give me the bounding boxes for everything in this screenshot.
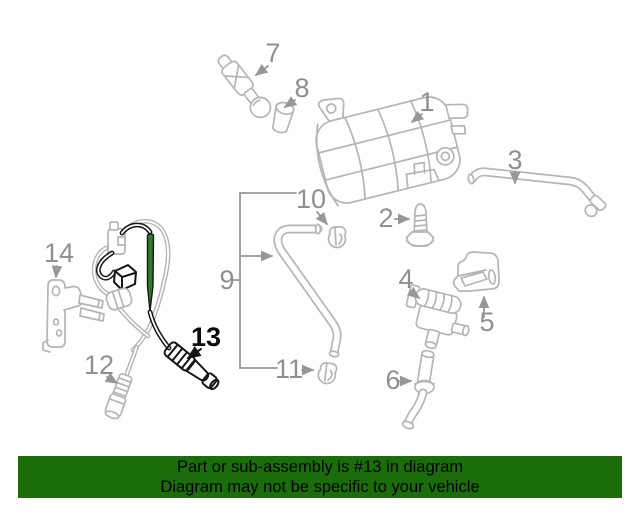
banner-line2: Diagram may not be specific to your vehi…	[160, 477, 480, 496]
callout-12[interactable]: 12	[84, 350, 114, 380]
callout-labels: 7 8 1 3 2 10 9 14 4 5 11 6 12 13	[44, 38, 523, 395]
callout-10[interactable]: 10	[296, 184, 326, 214]
part-4-valve-art	[405, 284, 470, 350]
part-10-clip-art	[327, 226, 347, 249]
part-1-canister-art	[315, 96, 469, 207]
callout-1[interactable]: 1	[419, 87, 434, 117]
banner-line1: Part or sub-assembly is #13 in diagram	[176, 458, 464, 476]
callout-6[interactable]: 6	[385, 365, 400, 395]
part-8-cap-art	[271, 101, 295, 134]
part-3-hose-art	[467, 167, 607, 218]
part-12-sensor-art	[104, 344, 139, 420]
callout-9[interactable]: 9	[219, 265, 234, 295]
callout-14[interactable]: 14	[44, 238, 74, 268]
part-14-bracket-art	[42, 279, 105, 353]
part-11-clip-art	[317, 361, 338, 385]
sensor-harness-art	[91, 219, 172, 353]
part-5-bracket-art	[452, 251, 500, 292]
callout-13-highlighted[interactable]: 13	[191, 322, 221, 352]
callout-5[interactable]: 5	[479, 307, 494, 337]
callout-2[interactable]: 2	[378, 203, 393, 233]
part-6-hose-art	[401, 349, 435, 430]
callout-8[interactable]: 8	[294, 73, 309, 103]
harness-connector-black	[113, 264, 137, 291]
callout-11[interactable]: 11	[275, 354, 303, 384]
harness-connector-gray	[105, 287, 133, 311]
part-7-valve-art	[217, 54, 272, 119]
callout-7[interactable]: 7	[265, 38, 280, 68]
part-2-bolt-art	[406, 203, 434, 247]
callout-arrows	[51, 63, 521, 387]
callout-3[interactable]: 3	[507, 145, 522, 175]
part-13-sensor-art[interactable]	[163, 341, 222, 393]
callout-4[interactable]: 4	[398, 264, 413, 294]
highlight-banner: Part or sub-assembly is #13 in diagram D…	[18, 456, 622, 498]
part-13-highlight-stripe	[146, 233, 155, 312]
part-9-callout-bracket	[232, 192, 297, 369]
